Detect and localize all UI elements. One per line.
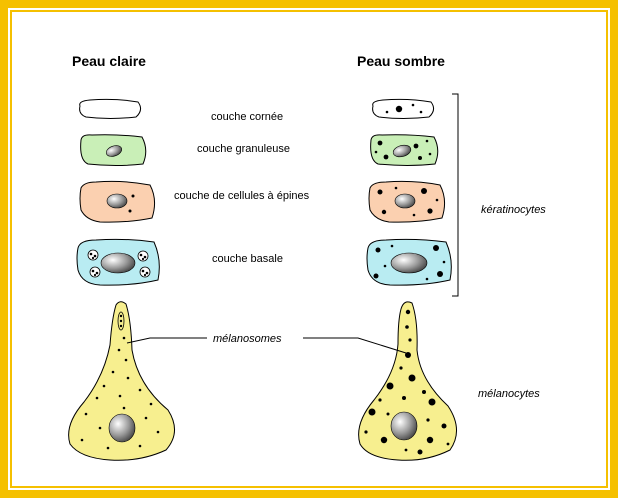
left-basal-nucleus xyxy=(101,253,135,273)
header-peau-sombre: Peau sombre xyxy=(357,53,445,69)
melanosome-pointer-left xyxy=(127,338,207,343)
left-spinous-nucleus xyxy=(107,194,127,208)
melanosome-pointer-right xyxy=(303,338,406,353)
label-melanocytes: mélanocytes xyxy=(478,388,540,400)
header-peau-claire: Peau claire xyxy=(72,53,146,69)
left-corneum-cell xyxy=(80,99,141,118)
label-couche-cornee: couche cornée xyxy=(211,111,283,123)
right-corneum-cell xyxy=(373,99,434,118)
keratinocyte-bracket xyxy=(452,94,458,296)
label-keratinocytes: kératinocytes xyxy=(481,204,546,216)
label-melanosomes: mélanosomes xyxy=(213,333,282,345)
label-couche-granuleuse: couche granuleuse xyxy=(197,143,290,155)
right-melanocyte-nucleus xyxy=(391,412,417,440)
label-couche-epines: couche de cellules à épines xyxy=(174,190,310,202)
label-couche-basale: couche basale xyxy=(212,253,283,265)
right-spinous-nucleus xyxy=(395,194,415,208)
right-basal-nucleus xyxy=(391,253,427,273)
left-melanocyte-nucleus xyxy=(109,414,135,442)
